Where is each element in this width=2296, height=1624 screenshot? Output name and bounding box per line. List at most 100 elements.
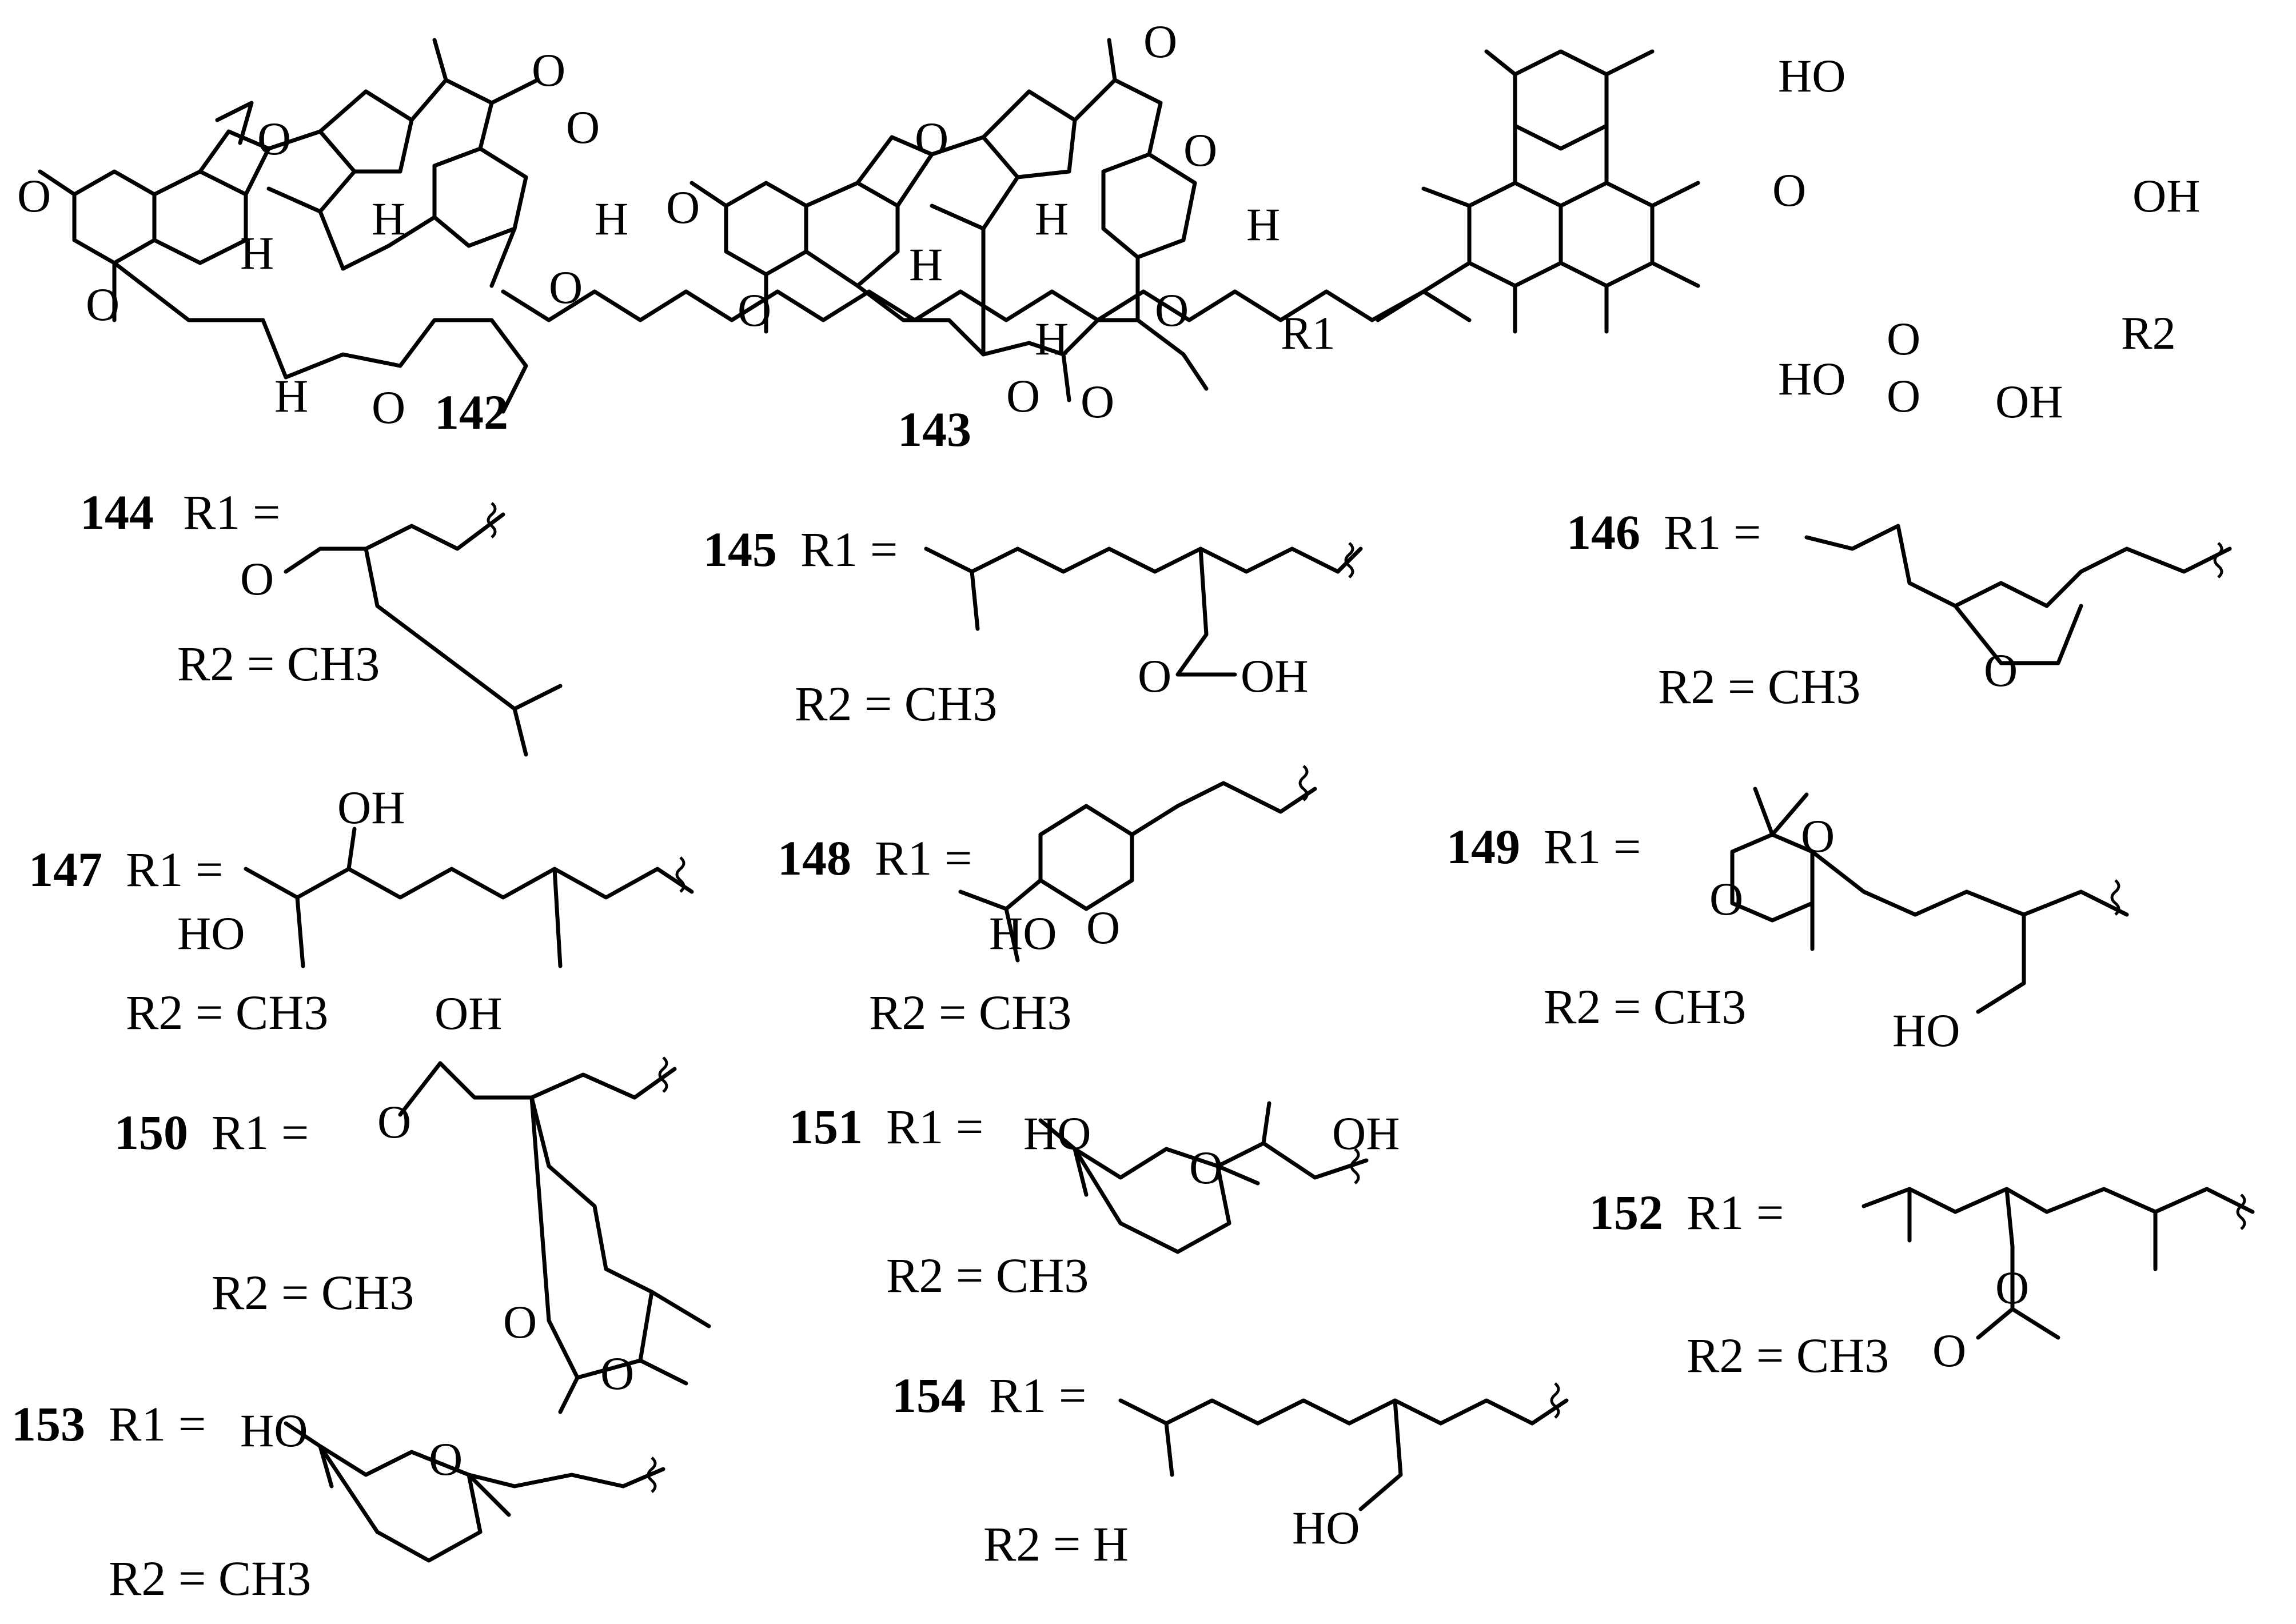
compound-149: 149 R1 = R2 = CH3 O O HO [1446,787,2129,1056]
hydroxyl-label: OH [1241,650,1308,702]
r2-value: R2 = CH3 [886,1248,1089,1303]
r1-equals: R1 = [126,842,223,897]
oxygen-label: O [600,1347,634,1399]
r2-value: R2 = CH3 [212,1265,414,1320]
oxygen-label: O [1189,1142,1223,1194]
oxygen-label: O [86,278,119,330]
oxygen-label: O [738,284,771,336]
compound-150: 150 R1 = R2 = CH3 OH O O O [114,987,711,1414]
compound-145: 145 R1 = R2 = CH3 O OH [703,522,1363,731]
r2-value: R2 = CH3 [109,1551,311,1606]
oxygen-label: O [429,1433,463,1485]
hydroxyl-label: OH [435,987,502,1039]
oxygen-label: O [1143,15,1177,67]
hydroxyl-label: HO [1778,50,1845,102]
oxygen-label: O [1709,873,1743,925]
oxygen-label: O [1887,313,1920,365]
oxygen-label: O [257,113,291,165]
r1-equals: R1 = [109,1396,206,1451]
hydrogen-label: H [240,227,274,279]
compound-number-143: 143 [898,402,971,457]
hydroxyl-label: HO [1292,1502,1360,1554]
hydrogen-label: H [1035,193,1069,245]
oxygen-label: O [1887,370,1920,422]
r2-value: R2 = CH3 [869,985,1071,1040]
compound-number-150: 150 [114,1105,188,1160]
hydrogen-label: H [595,193,628,245]
compound-number-149: 149 [1446,819,1520,874]
r1-equals: R1 = [989,1368,1086,1423]
r2-value: R2 = CH3 [126,985,328,1040]
r1-equals: R1 = [212,1105,309,1160]
compound-number-152: 152 [1589,1185,1663,1240]
compound-152: 152 R1 = R2 = CH3 O O [1589,1185,2255,1383]
r1-equals: R1 = [800,522,898,577]
oxygen-label: O [1086,901,1120,953]
hydrogen-label: H [1035,313,1069,365]
oxygen-label: O [1081,376,1114,428]
r1-equals: R1 = [1687,1185,1784,1240]
oxygen-label: O [915,113,948,165]
r2-value: R2 = CH3 [795,676,997,731]
hydroxyl-label: HO [1778,353,1845,405]
compound-153: 153 R1 = R2 = CH3 HO O [11,1396,665,1606]
compound-number-146: 146 [1566,505,1640,560]
compound-154: 154 R1 = R2 = H HO [892,1368,1569,1571]
compound-146: 146 R1 = R2 = CH3 O [1566,505,2232,714]
oxygen-label: O [240,553,274,605]
structure-142: O O O O O O O H H H H 142 [17,38,628,440]
structure-143: O O O O O O O O H H H H 143 [666,15,1280,457]
compound-number-147: 147 [29,842,102,897]
compound-number-148: 148 [778,831,851,885]
oxygen-label: O [566,101,600,153]
hydroxyl-label: HO [177,907,245,959]
oxygen-label: O [666,181,700,233]
oxygen-label: O [1183,124,1217,176]
compound-number-142: 142 [435,385,508,440]
compound-151: 151 R1 = R2 = CH3 HO O OH [789,1099,1400,1303]
r2-label: R2 [2121,307,2176,359]
compound-148: 148 R1 = R2 = CH3 O HO [778,765,1317,1040]
hydroxyl-label: HO [989,907,1057,959]
r2-value: R2 = CH3 [1687,1328,1889,1383]
hydrogen-label: H [1246,198,1280,250]
r2-value: R2 = CH3 [1658,659,1860,714]
oxygen-label: O [1995,1262,2029,1314]
r1-equals: R1 = [183,485,280,540]
r1-equals: R1 = [875,831,972,885]
hydroxyl-label: OH [1332,1107,1400,1159]
oxygen-label: O [1772,164,1806,216]
hydroxyl-label: OH [2132,170,2200,222]
core-scaffold: R1 HO OH OH HO O O O R2 [501,49,2200,428]
compound-number-144: 144 [80,485,154,540]
hydroxyl-label: HO [240,1404,308,1457]
oxygen-label: O [1984,644,2018,696]
oxygen-label: O [549,261,583,313]
r2-value: R2 = CH3 [1544,979,1746,1034]
compound-number-153: 153 [11,1396,85,1451]
oxygen-label: O [1801,810,1835,862]
hydroxyl-label: HO [1892,1004,1960,1056]
compound-147: 147 R1 = R2 = CH3 OH HO [29,781,694,1040]
r1-equals: R1 = [1544,819,1641,874]
oxygen-label: O [17,170,51,222]
compound-number-145: 145 [703,522,777,577]
oxygen-label: O [1138,650,1171,702]
hydroxyl-label: OH [337,781,405,833]
oxygen-label: O [372,381,405,433]
oxygen-label: O [503,1296,537,1348]
hydrogen-label: H [909,238,943,290]
hydrogen-label: H [372,193,405,245]
hydroxyl-label: OH [1995,376,2063,428]
oxygen-label: O [1932,1324,1966,1376]
compound-144: 144 R1 = R2 = CH3 O [80,485,563,757]
r2-value: R2 = CH3 [177,636,380,691]
oxygen-label: O [532,44,565,96]
r2-value: R2 = H [983,1517,1129,1571]
oxygen-label: O [1006,370,1040,422]
r1-equals: R1 = [1664,505,1761,560]
compound-number-151: 151 [789,1099,863,1154]
compound-number-154: 154 [892,1368,966,1423]
hydrogen-label: H [274,370,308,422]
